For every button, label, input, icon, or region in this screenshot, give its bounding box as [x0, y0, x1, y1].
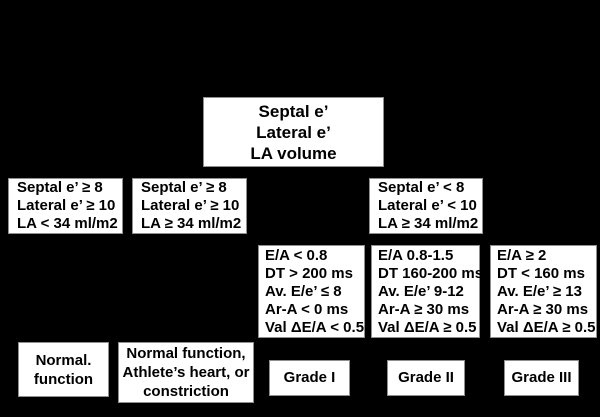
box-line: Av. E/e’ ≥ 13	[497, 282, 582, 300]
flow-box-criteria-grade1: E/A < 0.8 DT > 200 ms Av. E/e’ ≤ 8 Ar-A …	[258, 245, 365, 338]
flow-box-outcome-grade1: Grade I	[269, 360, 350, 396]
box-line: function	[33, 370, 94, 388]
box-line: Grade I	[283, 369, 336, 386]
box-line: E/A < 0.8	[265, 246, 328, 264]
flow-box-outcome-normal: Normal. function	[18, 342, 109, 397]
box-line: LA ≥ 34 ml/m2	[141, 215, 242, 232]
box-line: E/A ≥ 2	[497, 246, 547, 264]
flow-box-criteria-abnormal: Septal e’ < 8 Lateral e’ < 10 LA ≥ 34 ml…	[369, 178, 483, 234]
box-line: Ar-A ≥ 30 ms	[497, 300, 589, 318]
box-line: Grade III	[511, 369, 572, 386]
box-line: LA < 34 ml/m2	[17, 215, 118, 232]
box-line: Val ΔE/A ≥ 0.5	[378, 318, 477, 336]
flow-box-criteria-athlete: Septal e’ ≥ 8 Lateral e’ ≥ 10 LA ≥ 34 ml…	[132, 178, 247, 234]
box-line: Athlete’s heart, or	[122, 364, 250, 381]
box-line: Grade II	[398, 369, 454, 386]
box-line: Normal function,	[126, 345, 246, 362]
box-line: constriction	[143, 383, 229, 400]
flow-box-criteria-grade3: E/A ≥ 2 DT < 160 ms Av. E/e’ ≥ 13 Ar-A ≥…	[490, 245, 597, 338]
box-line: Av. E/e’ ≤ 8	[265, 282, 342, 300]
box-line: Septal e’ ≥ 8	[17, 179, 103, 196]
box-line: Val ΔE/A < 0.5	[265, 318, 365, 336]
flow-box-outcome-grade3: Grade III	[504, 360, 579, 396]
box-line: Septal e’ < 8	[378, 179, 465, 196]
box-line: Septal e’	[258, 101, 329, 121]
box-line: Ar-A ≥ 30 ms	[378, 300, 470, 318]
box-line: Ar-A < 0 ms	[265, 300, 349, 318]
box-line: Lateral e’	[256, 122, 331, 142]
flow-box-criteria-grade2: E/A 0.8-1.5 DT 160-200 ms Av. E/e’ 9-12 …	[371, 245, 484, 338]
box-line: Val ΔE/A ≥ 0.5	[497, 318, 596, 336]
flow-box-outcome-grade2: Grade II	[387, 360, 465, 396]
box-line: Lateral e’ ≥ 10	[141, 197, 240, 214]
flow-box-root-measurements: Septal e’ Lateral e’ LA volume	[203, 97, 384, 167]
box-line: Av. E/e’ 9-12	[378, 282, 464, 300]
box-line: LA volume	[250, 143, 337, 163]
box-line: LA ≥ 34 ml/m2	[378, 215, 479, 232]
box-line: DT < 160 ms	[497, 264, 585, 282]
box-line: DT > 200 ms	[265, 264, 353, 282]
box-line: Septal e’ ≥ 8	[141, 179, 227, 196]
box-line: Lateral e’ < 10	[378, 197, 477, 214]
flow-box-outcome-athlete: Normal function, Athlete’s heart, or con…	[118, 342, 254, 403]
box-line: Lateral e’ ≥ 10	[17, 197, 116, 214]
flow-box-criteria-normal: Septal e’ ≥ 8 Lateral e’ ≥ 10 LA < 34 ml…	[8, 178, 123, 234]
box-line: Normal.	[35, 351, 92, 369]
box-line: E/A 0.8-1.5	[378, 246, 454, 264]
box-line: DT 160-200 ms	[378, 264, 484, 282]
